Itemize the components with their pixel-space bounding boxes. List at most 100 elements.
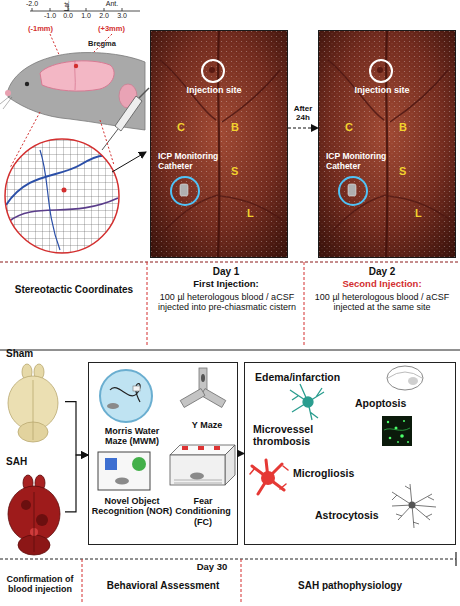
brain-slice-icon bbox=[408, 377, 418, 385]
fear-conditioning-icon bbox=[225, 445, 235, 485]
timeline-lines bbox=[0, 262, 460, 604]
thrombosis-icon bbox=[397, 441, 399, 443]
label-text: Day 2 bbox=[306, 266, 458, 278]
brain-slice-icon bbox=[387, 366, 423, 390]
node-text: B bbox=[399, 121, 413, 134]
y-maze-icon bbox=[201, 374, 205, 382]
novel-object-icon bbox=[98, 452, 150, 490]
pathophysiology-box: Edema/infarctionApoptosisMicrovessel thr… bbox=[244, 362, 456, 545]
node-text: C bbox=[345, 121, 359, 134]
novel-object-icon bbox=[98, 452, 150, 490]
fear-conditioning-icon bbox=[170, 445, 235, 485]
ruler bbox=[104, 8, 105, 11]
label-text: 2.0 bbox=[94, 12, 114, 20]
mouse-illustration bbox=[0, 96, 10, 104]
label-text: Bregma bbox=[88, 40, 128, 49]
node-text: Injection site bbox=[339, 85, 425, 95]
astrocyte-icon bbox=[409, 502, 416, 509]
water-maze-icon bbox=[110, 384, 140, 402]
catheter-circle: ICP Monitoring Catheter bbox=[170, 176, 200, 206]
brain-photo bbox=[150, 30, 288, 258]
brain-photo bbox=[222, 70, 280, 122]
brain-photo bbox=[209, 67, 215, 73]
fear-conditioning-icon bbox=[170, 445, 235, 455]
thrombosis-icon bbox=[382, 416, 412, 446]
node-text: S bbox=[231, 165, 245, 178]
astrocyte-icon bbox=[392, 484, 436, 528]
label-text: Confirmation of blood injection bbox=[0, 574, 80, 595]
node-text: ICP Monitoring Catheter bbox=[158, 152, 234, 172]
y-maze-icon bbox=[180, 368, 226, 407]
label-text: (+3mm) bbox=[98, 25, 134, 34]
fear-conditioning-icon bbox=[190, 473, 204, 480]
label-text: Ant. bbox=[100, 0, 124, 8]
zoom-grid bbox=[112, 152, 146, 172]
label-text: Day 1 bbox=[150, 266, 302, 278]
mouse-illustration bbox=[3, 97, 12, 109]
sah-brain bbox=[21, 500, 31, 510]
brain-photo bbox=[150, 30, 288, 258]
label-text: (-1mm) bbox=[28, 25, 64, 34]
timeline-lines bbox=[0, 262, 460, 263]
timeline-lines bbox=[241, 559, 242, 604]
node-text: SAH bbox=[6, 456, 56, 468]
timeline-lines bbox=[0, 350, 460, 351]
y-maze-icon bbox=[180, 389, 205, 408]
neuron-icon bbox=[290, 384, 324, 420]
brain-slice-icon bbox=[387, 366, 423, 390]
microglia-icon bbox=[261, 471, 275, 485]
node-text: Sham bbox=[6, 348, 56, 360]
brain-photo bbox=[218, 30, 219, 258]
ruler bbox=[50, 8, 51, 11]
brain-photo bbox=[165, 195, 218, 230]
novel-object-icon bbox=[132, 457, 146, 471]
sham-brain-image: Sham bbox=[3, 350, 65, 444]
neuron-icon bbox=[290, 384, 324, 420]
node-text: Microvessel thrombosis bbox=[253, 423, 335, 447]
catheter-circle: ICP Monitoring Catheter bbox=[338, 176, 368, 206]
timeline-lines bbox=[0, 559, 456, 560]
timeline-lines bbox=[82, 559, 83, 604]
injection-site-circle: Injection site bbox=[201, 59, 225, 83]
label-text: -2.0 bbox=[20, 0, 44, 8]
edge-label: After 24h bbox=[288, 104, 318, 122]
label-text: Lat. bbox=[63, 0, 70, 17]
node-text: L bbox=[247, 207, 261, 220]
zoom-grid bbox=[62, 188, 67, 193]
thrombosis-icon bbox=[384, 428, 410, 430]
fear-conditioning-icon bbox=[170, 455, 225, 485]
fear-conditioning-icon bbox=[182, 446, 188, 450]
water-maze-icon bbox=[100, 370, 152, 422]
node-text: C bbox=[177, 121, 191, 134]
mouse-illustration bbox=[25, 82, 29, 86]
node-text: Y Maze bbox=[179, 420, 235, 430]
sah-brain-image: SAH bbox=[3, 458, 65, 556]
node-text: Astrocytosis bbox=[315, 509, 410, 521]
label-text: 100 µl heterologous blood / aCSF injecte… bbox=[306, 292, 458, 313]
y-maze-icon bbox=[201, 389, 226, 408]
sah-brain bbox=[8, 475, 60, 555]
node-text: Apoptosis bbox=[355, 397, 450, 409]
brain-slice-icon bbox=[388, 372, 422, 378]
thrombosis-icon bbox=[400, 434, 404, 438]
mouse-illustration bbox=[5, 90, 11, 96]
zoom-grid bbox=[0, 135, 146, 260]
node-text: Microgliosis bbox=[293, 467, 388, 479]
zoom-grid bbox=[0, 135, 125, 260]
label-text: 100 µl heterologous blood / aCSF injecte… bbox=[152, 292, 302, 313]
label-text: -1.0 bbox=[40, 12, 60, 20]
water-maze-icon bbox=[107, 403, 119, 409]
fear-conditioning-icon bbox=[214, 446, 220, 450]
mouse-illustration bbox=[8, 53, 145, 130]
thrombosis-icon bbox=[389, 437, 392, 440]
ruler bbox=[86, 8, 87, 11]
water-maze-icon bbox=[133, 386, 140, 391]
label-text: First Injection: bbox=[150, 279, 302, 290]
brain-photo bbox=[180, 184, 188, 196]
mouse-illustration bbox=[102, 129, 118, 150]
astrocyte-icon bbox=[392, 484, 436, 528]
injection-site-circle: Injection site bbox=[369, 59, 393, 83]
label-text: 3.0 bbox=[112, 12, 132, 20]
sah-brain bbox=[34, 492, 35, 552]
